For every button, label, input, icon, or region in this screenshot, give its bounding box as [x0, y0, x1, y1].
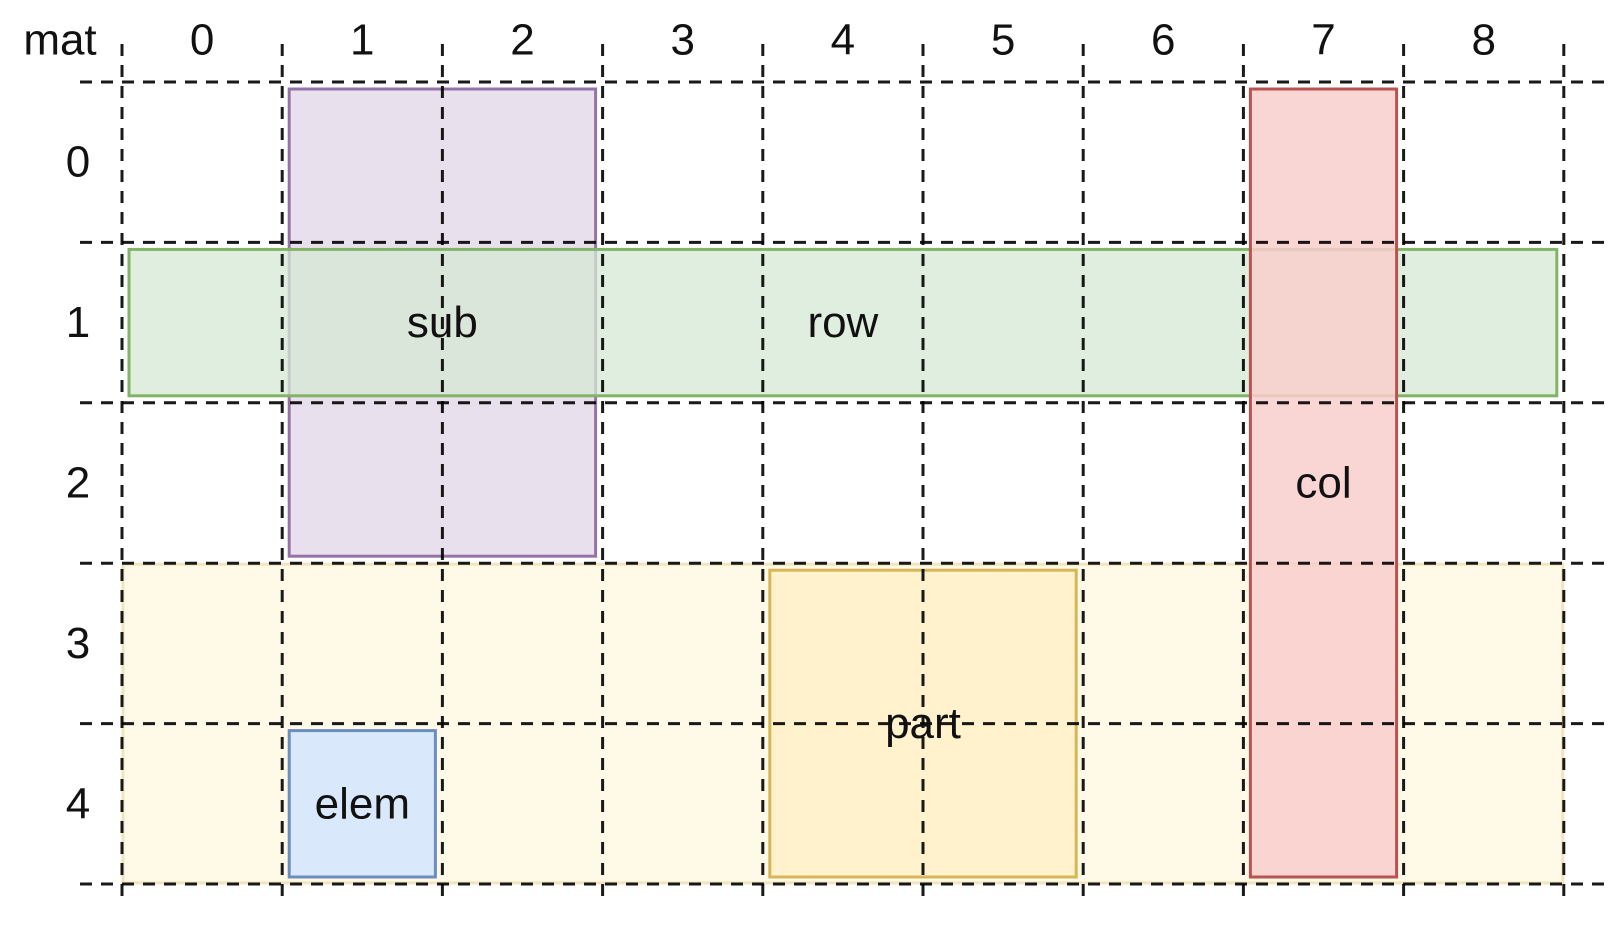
column-header-2: 2 — [510, 16, 534, 65]
column-header-1: 1 — [350, 16, 374, 65]
region-col — [1248, 87, 1399, 879]
column-header-3: 3 — [670, 16, 694, 65]
column-header-7: 7 — [1311, 16, 1335, 65]
region-label-row: row — [807, 298, 878, 347]
row-header-2: 2 — [66, 459, 90, 508]
row-header-3: 3 — [66, 619, 90, 668]
column-header-5: 5 — [991, 16, 1015, 65]
column-header-6: 6 — [1151, 16, 1175, 65]
column-header-4: 4 — [831, 16, 855, 65]
row-header-4: 4 — [66, 779, 90, 828]
row-header-1: 1 — [66, 298, 90, 347]
region-label-col: col — [1295, 459, 1351, 508]
header-labels: mat 0 1 2 3 4 5 6 7 8 0 1 2 3 4 — [23, 16, 1496, 829]
region-label-sub: sub — [407, 298, 478, 347]
corner-label: mat — [23, 16, 96, 65]
region-layer — [121, 87, 1565, 885]
grid-lines — [80, 44, 1608, 904]
column-header-0: 0 — [190, 16, 214, 65]
region-labels: sub row col part elem — [315, 298, 1352, 828]
region-elem — [287, 729, 437, 879]
region-label-elem: elem — [315, 779, 410, 828]
column-header-8: 8 — [1471, 16, 1495, 65]
row-header-0: 0 — [66, 138, 90, 187]
region-label-part: part — [885, 699, 961, 748]
